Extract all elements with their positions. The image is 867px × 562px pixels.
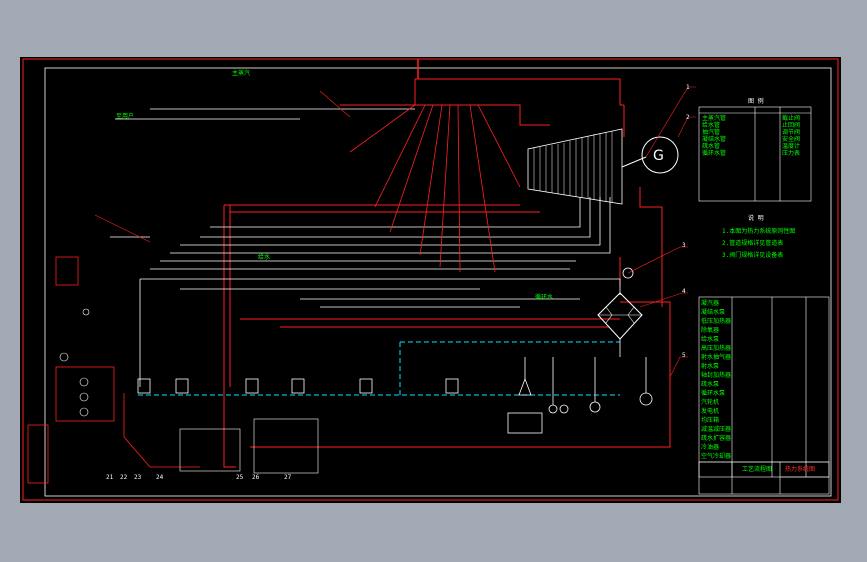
equipment-table-row: 疏水扩容器 [701, 435, 732, 442]
equipment-number: 5 [682, 352, 686, 359]
leader-lines [94, 86, 696, 378]
water-lines [110, 108, 621, 387]
note-line: 2.管道规格详见管道表 [722, 240, 784, 247]
equipment-table-row: 轴封加热器 [701, 372, 732, 379]
main-steam-lines [223, 78, 671, 468]
label-to-user: 至用户 [116, 113, 135, 120]
equipment-number: 21 [106, 474, 114, 481]
outer-frame [22, 58, 839, 501]
equipment-number: 2 [686, 114, 690, 121]
equipment-table-row: 给水泵 [701, 336, 720, 343]
legend-table [698, 106, 812, 202]
equipment-table-row: 高压加热器 [701, 345, 732, 352]
equipment-table-row: 均压箱 [701, 417, 720, 424]
note-line: 1.本图为热力系统原则性图 [722, 228, 796, 235]
legend-title: 图 例 [748, 98, 764, 105]
equipment-table-row: 冷油器 [701, 444, 720, 451]
left-red-feed [123, 393, 200, 468]
equipment-table-row: 发电机 [701, 408, 720, 415]
equipment-number: 3 [682, 242, 686, 249]
title-block-frame [698, 461, 830, 495]
equipment-number: 22 [120, 474, 128, 481]
drawing-title: 热力系统图 [785, 466, 816, 473]
equipment-table-row: 除氧器 [701, 327, 720, 334]
equipment-number: 24 [156, 474, 164, 481]
heaters [137, 378, 459, 394]
equipment-number: 25 [236, 474, 244, 481]
equipment-table-row: 凝汽器 [701, 300, 720, 307]
notes-title: 说 明 [748, 215, 764, 222]
equipment-table-row: 减温减压器 [701, 426, 732, 433]
equipment-number: 1 [686, 84, 690, 91]
legend-row: 疏水管 [702, 143, 721, 150]
left-boxes [27, 256, 115, 484]
equipment-number: 26 [252, 474, 260, 481]
equipment-table-row: 凝结水泵 [701, 309, 726, 316]
equipment-table-row: 射水抽气器 [701, 354, 732, 361]
water-tank [507, 412, 543, 434]
legend-row: 安全阀 [782, 136, 801, 143]
legend-row: 抽汽管 [702, 129, 721, 136]
note-line: 3.阀门规格详见设备表 [722, 252, 784, 259]
steam-turbine [527, 128, 647, 205]
legend-row: 止回阀 [782, 122, 801, 129]
equipment-table-row: 空气冷却器 [701, 453, 732, 460]
legend-row: 凝结水管 [702, 136, 727, 143]
label-feed-water: 给水 [258, 254, 271, 261]
legend-row: 循环水管 [702, 150, 727, 157]
equipment-table-row: 低压加热器 [701, 318, 732, 325]
sheet-label: 工艺流程图 [742, 466, 773, 473]
legend-row: 温度计 [782, 143, 801, 150]
inner-frame [44, 67, 832, 497]
legend-row: 截止阀 [782, 115, 801, 122]
label-main-steam: 主蒸汽 [232, 70, 251, 77]
equipment-number: 4 [682, 288, 686, 295]
equipment-table-row: 汽轮机 [701, 399, 720, 406]
cooling-water-lines [138, 341, 620, 396]
label-cooling-water: 循环水 [535, 294, 554, 301]
legend-row: 压力表 [782, 150, 801, 157]
legend-row: 调节阀 [782, 129, 801, 136]
equipment-number: 27 [284, 474, 292, 481]
equipment-number: 23 [134, 474, 142, 481]
generator-symbol: G [653, 148, 664, 164]
drawing-sheet: G [20, 57, 841, 503]
condenser [597, 267, 643, 357]
legend-row: 主蒸汽管 [702, 115, 727, 122]
equipment-table-row: 射水泵 [701, 363, 720, 370]
valve-group [59, 308, 319, 474]
thermal-system-schematic: G [22, 58, 839, 501]
pumps [548, 357, 653, 414]
legend-row: 给水管 [702, 122, 721, 129]
equipment-table-row: 循环水泵 [701, 390, 726, 397]
extraction-lines [349, 104, 521, 273]
equipment-table-row: 疏水泵 [701, 381, 720, 388]
generator [641, 136, 679, 174]
ejector [518, 377, 532, 396]
